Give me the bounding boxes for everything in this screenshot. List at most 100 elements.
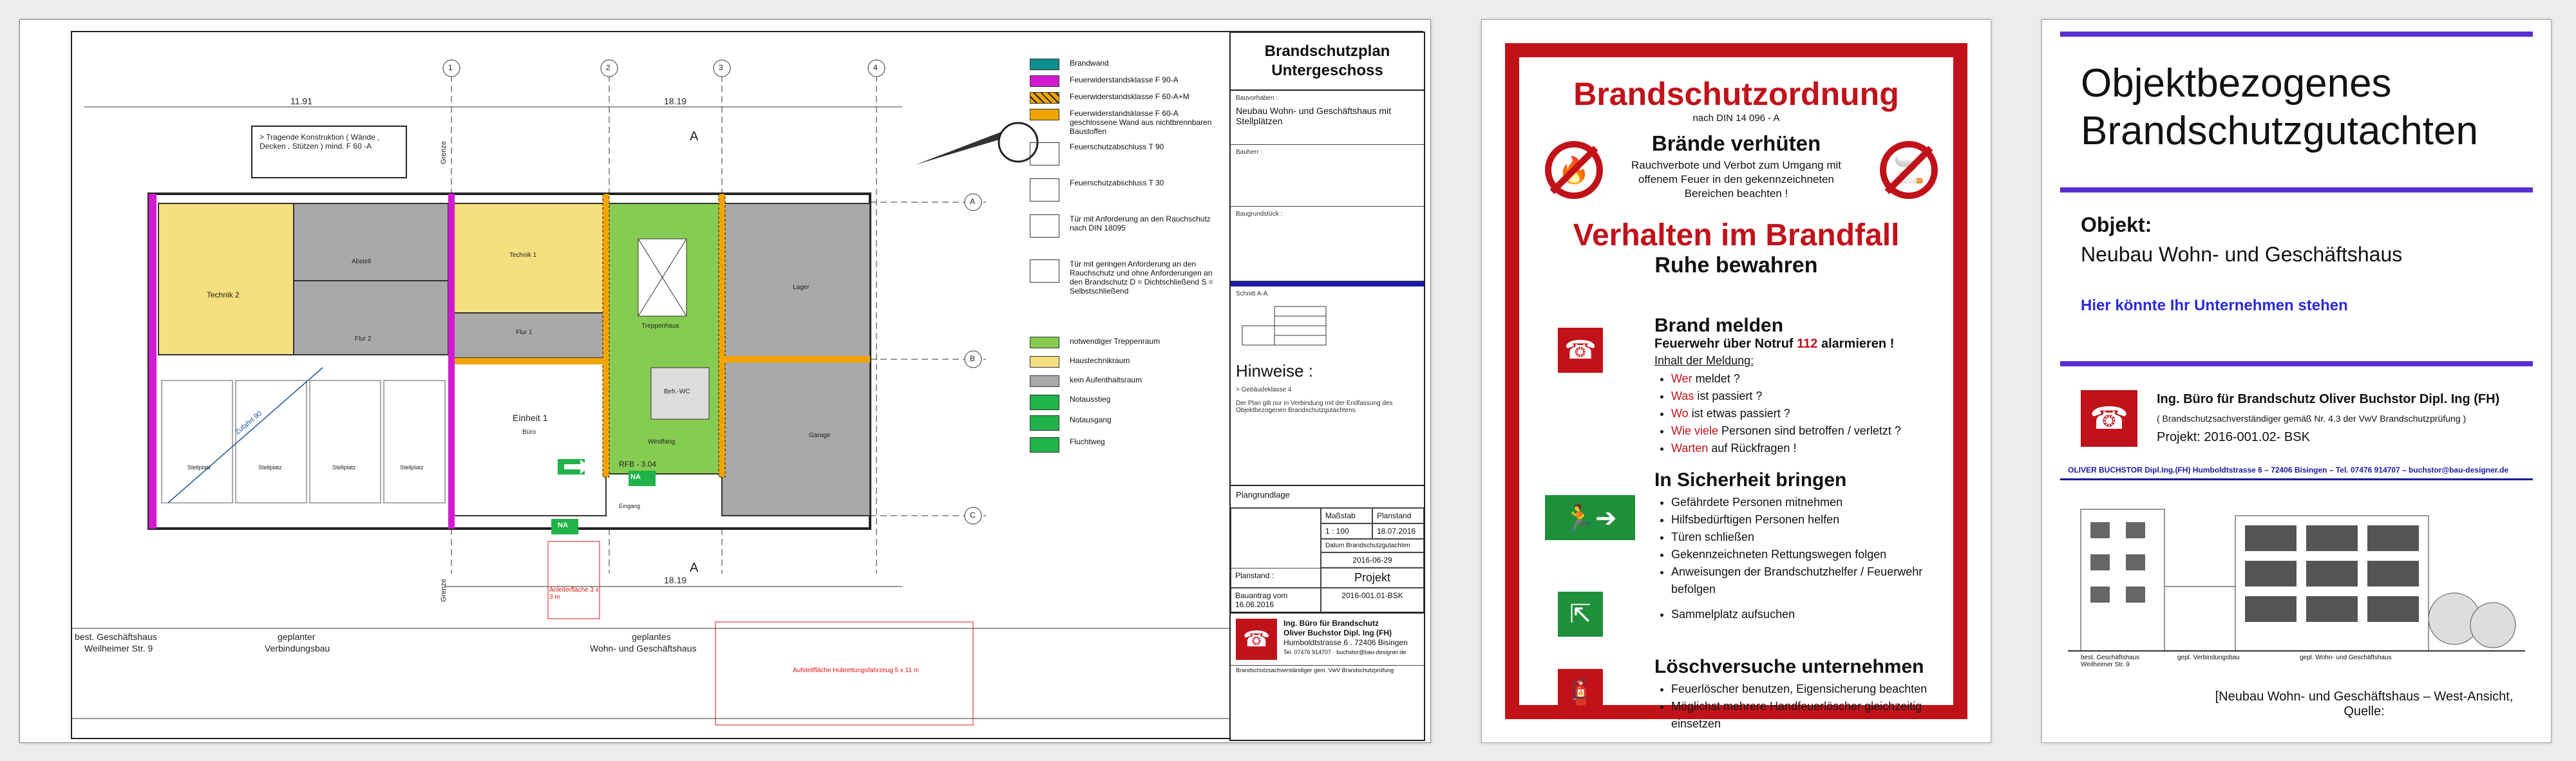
label-eingang: Eingang: [619, 503, 641, 509]
grid-marker-b: [964, 350, 982, 368]
bauvorhaben-row: Bauvorhaben : Neubau Wohn- und Geschäfts…: [1231, 91, 1424, 145]
room-treppenhaus: [605, 203, 723, 474]
cover-elevation-drawing: [2068, 509, 2525, 652]
cover-objekt-value: Neubau Wohn- und Geschäftshaus: [2081, 243, 2403, 266]
blue-divider: [1231, 281, 1424, 287]
label-technik-2: Technik 2: [207, 290, 240, 299]
label-flur-2: Flur 2: [355, 335, 372, 343]
room-technik-2: [158, 203, 294, 355]
label-lager: Lager: [793, 284, 810, 291]
office-block: ☎ Ing. Büro für Brandschutz Oliver Buchs…: [1231, 612, 1424, 665]
cover-top-rule: [2060, 32, 2533, 37]
cover-rule-3: [2060, 361, 2533, 366]
bottom-label-right-2: Wohn- und Geschäftshaus: [590, 643, 697, 653]
no-open-fire-icon: 🔥: [1545, 141, 1603, 199]
boundary-label-bottom: Grenze: [440, 578, 448, 603]
label-windfang: Windfang: [648, 438, 676, 446]
plan-title: Brandschutzplan Untergeschoss: [1231, 33, 1424, 91]
room-einheit-1: [451, 361, 607, 516]
room-flur-1: [451, 312, 607, 359]
bso-title: Brandschutzordnung: [1573, 76, 1899, 112]
bottom-label-right-1: geplantes: [632, 632, 671, 642]
bso-verhueten-text: Rauchverbote und Verbot zum Umgang mit o…: [1631, 159, 1841, 200]
grid-label-2: 2: [606, 63, 611, 72]
bottom-label-left-1: best. Geschäftshaus: [75, 632, 157, 642]
legend-item: Haustechnikraum: [1030, 356, 1218, 368]
cover-drawing-label-1: best. Geschäftshaus Weilheimer Str. 9: [2081, 654, 2140, 668]
bso-verhalten: Verhalten im Brandfall: [1573, 218, 1900, 252]
dim-top: 18.19: [664, 96, 687, 106]
cover-title: Objektbezogenes Brandschutzgutachten: [2081, 61, 2478, 153]
legend-item: Notausstieg: [1030, 395, 1218, 410]
legend-item: Feuerwiderstandsklasse F 90-A: [1030, 75, 1218, 87]
red-note-anleiterflaeche: Anleiterfläche 3 x 3 m: [549, 587, 599, 601]
hinweise-title: Hinweise :: [1236, 361, 1313, 380]
grid-marker-3: [713, 59, 731, 77]
cover-address: OLIVER BUCHSTOR Dipl.Ing.(FH) Humboldtst…: [2068, 465, 2509, 474]
bottom-label-left-2: Weilheimer Str. 9: [84, 643, 153, 653]
gutachten-cover-sheet: Objektbezogenes Brandschutzgutachten Obj…: [2041, 19, 2552, 743]
legend-item: Fluchtweg: [1030, 437, 1218, 453]
cover-drawing-label-2: gepl. Verbindungsbau: [2177, 654, 2240, 661]
grid-label-3: 3: [719, 63, 723, 72]
legend-item: Tür mit geringen Anforderung an den Rauc…: [1030, 259, 1218, 296]
floor-plan-sheet: 11.91 18.19 18.19 1 2 3 4 A B C A A Gren…: [19, 19, 1431, 743]
construction-note: > Tragende Konstruktion ( Wände , Decken…: [260, 133, 380, 151]
section-sketch: [1242, 306, 1327, 346]
label-treppenhaus: Treppenhaus: [641, 323, 679, 330]
bottom-label-mid-2: Verbindungsbau: [265, 643, 330, 653]
legend-item: kein Aufenthaltsraum: [1030, 375, 1218, 387]
cover-objekt-label: Objekt:: [2081, 213, 2152, 236]
legend-item: Feuerwiderstandsklasse F 60-A geschlosse…: [1030, 109, 1218, 136]
meldung-item: Wo ist etwas passiert ?: [1671, 405, 1957, 422]
grid-marker-2: [600, 59, 618, 77]
assembly-point-icon: ⇱: [1558, 592, 1603, 637]
meldung-item: Warten auf Rückfragen !: [1671, 440, 1957, 457]
meldung-item: Was ist passiert ?: [1671, 388, 1957, 405]
legend-item: Feuerschutzabschluss T 90: [1030, 142, 1218, 165]
label-stellplatz-1: Stellplatz: [187, 464, 211, 471]
label-rfb: RFB - 3.04: [619, 460, 657, 469]
grid-marker-a: [964, 193, 982, 211]
room-abstell: [293, 203, 449, 281]
bauherr-row: Bauherr :: [1231, 145, 1424, 207]
legend-item: Feuerschutzabschluss T 30: [1030, 178, 1218, 202]
hinweis-2: Der Plan gilt nur in Verbindung mit der …: [1236, 400, 1393, 414]
room-garage: [721, 361, 871, 516]
grid-marker-4: [867, 59, 886, 77]
office-footer: Brandschutzsachverständiger gem. VwV Bra…: [1231, 665, 1424, 675]
label-stellplatz-2: Stellplatz: [258, 464, 282, 471]
grid-label-a: A: [970, 197, 976, 206]
dim-bottom: 18.19: [664, 575, 687, 585]
brandschutzordnung-frame: Brandschutzordnung nach DIN 14 096 - A 🔥…: [1505, 43, 1967, 730]
meldung-item: Wie viele Personen sind betroffen / verl…: [1671, 422, 1957, 440]
baugrundstueck-row: Baugrundstück :: [1231, 207, 1424, 281]
grid-marker-c: [964, 507, 982, 525]
legend-item: notwendiger Treppenraum: [1030, 337, 1218, 348]
label-bwc: Beh.-WC: [664, 388, 690, 395]
bso-verhueten-title: Brände verhüten: [1651, 131, 1821, 155]
legend-item: Brandwand: [1030, 59, 1218, 70]
legend-item: Tür mit Anforderung an den Rauchschutz n…: [1030, 214, 1218, 238]
fire-alarm-icon: ☎: [2081, 390, 2137, 447]
label-garage: Garage: [809, 432, 831, 439]
plan-title-block: Brandschutzplan Untergeschoss Bauvorhabe…: [1229, 32, 1425, 741]
red-note-aufstellflaeche: Aufstellfläche Hubrettungsfahrzeug 5 x 1…: [793, 667, 920, 674]
bso-norm: nach DIN 14 096 - A: [1692, 113, 1780, 124]
hinweis-1: > Gebäudeklasse 4: [1236, 386, 1292, 393]
fire-alarm-icon: ☎: [1236, 619, 1277, 660]
label-buero: Büro: [522, 429, 536, 436]
floor-plan-drawing: [71, 31, 1423, 739]
na-sign-1: NA: [630, 473, 641, 481]
legend-item: Notausgang: [1030, 415, 1218, 431]
hinweise-section: Schnitt A-A Hinweise : > Gebäudeklasse 4…: [1231, 287, 1424, 486]
room-lager: [721, 203, 871, 359]
cover-caption: [Neubau Wohn- und Geschäftshaus – West-A…: [2215, 690, 2514, 719]
section-marker-top: A: [690, 129, 699, 144]
no-smoking-icon: 🚬: [1880, 141, 1938, 199]
bso-section-loeschen: Löschversuche unternehmen Feuerlöscher b…: [1654, 656, 1957, 733]
label-abstell: Abstell: [352, 258, 372, 265]
dim-left: 11.91: [290, 96, 312, 106]
bso-section-sammelplatz: Sammelplatz aufsuchen: [1654, 603, 1957, 623]
